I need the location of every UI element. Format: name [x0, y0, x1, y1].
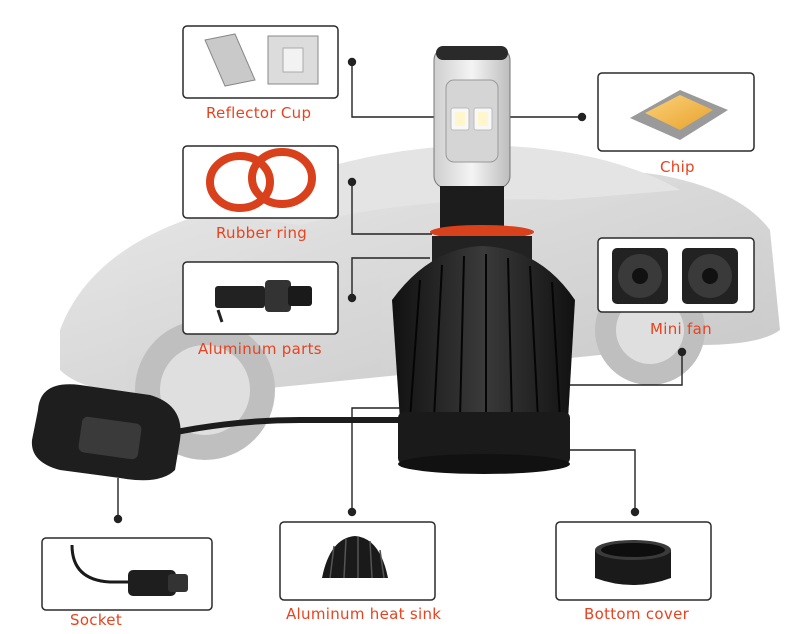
reflector-cup-inset — [182, 25, 339, 99]
rubber-ring-mark — [430, 225, 534, 239]
aluminum-parts-inset — [182, 261, 339, 335]
dot-socket — [113, 514, 123, 524]
chip-inset — [597, 72, 755, 152]
bottom-cover-inset — [555, 521, 712, 601]
dot-mini-fan — [677, 347, 687, 357]
line-rubber-ring — [351, 182, 432, 235]
dot-aluminum-parts — [347, 293, 357, 303]
socket-cable — [31, 384, 410, 481]
label-socket: Socket — [70, 611, 123, 629]
line-bottom-cover — [545, 449, 636, 512]
label-aluminum-heat-sink: Aluminum heat sink — [286, 605, 442, 623]
heat-sink-inset — [279, 521, 436, 601]
led-bulb — [392, 46, 575, 474]
dot-reflector-cup — [347, 57, 357, 67]
label-reflector-cup: Reflector Cup — [206, 104, 312, 122]
dot-rubber-ring — [347, 177, 357, 187]
dot-chip — [577, 112, 587, 122]
line-reflector-cup — [351, 62, 445, 118]
dot-heat-sink — [347, 507, 357, 517]
label-mini-fan: Mini fan — [650, 320, 712, 338]
mini-fan-inset — [597, 237, 755, 313]
label-aluminum-parts: Aluminum parts — [198, 340, 322, 358]
socket-inset — [41, 537, 213, 611]
rubber-ring-inset — [182, 145, 339, 219]
label-chip: Chip — [660, 158, 695, 176]
label-rubber-ring: Rubber ring — [216, 224, 308, 242]
dot-bottom-cover — [630, 507, 640, 517]
line-aluminum-parts — [351, 257, 430, 298]
label-bottom-cover: Bottom cover — [584, 605, 690, 623]
